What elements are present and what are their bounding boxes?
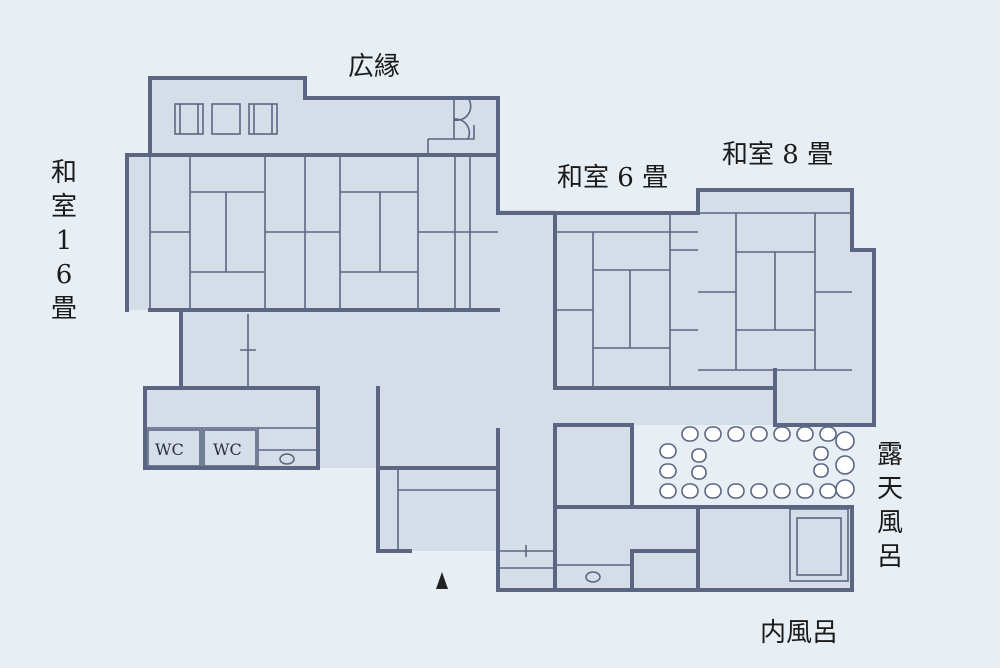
floor-areas xyxy=(127,78,874,590)
label-washitsu-16: 和室16畳 xyxy=(50,158,77,324)
label-washitsu-6: 和室 6 畳 xyxy=(557,163,669,193)
label-uchiburo: 内風呂 xyxy=(760,618,839,648)
label-wc-1: WC xyxy=(155,440,184,459)
walls xyxy=(125,76,876,592)
label-rotenburo: 露天風呂 xyxy=(876,440,903,572)
entrance-arrow-icon xyxy=(436,572,448,589)
rotenburo-stones xyxy=(659,426,855,499)
tatami-and-fixtures xyxy=(145,97,852,583)
label-wc-2: WC xyxy=(213,440,242,459)
label-engawa: 広縁 xyxy=(348,52,401,82)
label-washitsu-8: 和室 8 畳 xyxy=(722,140,834,170)
